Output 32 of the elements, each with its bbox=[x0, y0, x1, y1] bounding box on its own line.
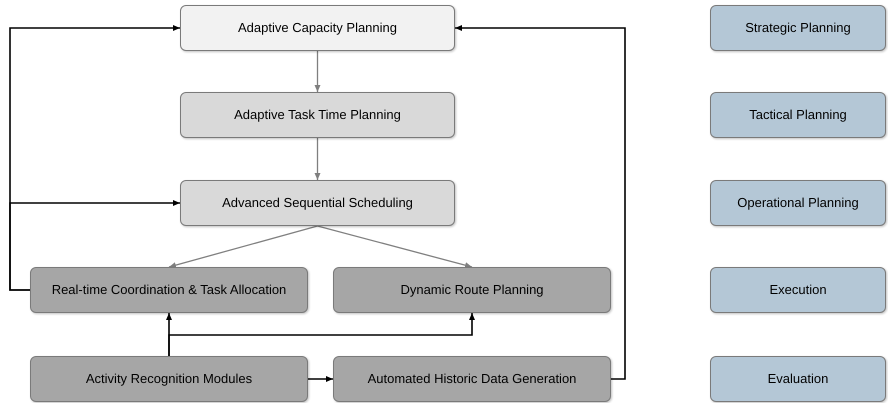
arrow bbox=[168, 225, 318, 268]
box-label: Adaptive Capacity Planning bbox=[238, 20, 397, 36]
arrow bbox=[308, 376, 333, 382]
process-box bbox=[710, 356, 886, 402]
arrow bbox=[455, 25, 626, 380]
box-label: Operational Planning bbox=[737, 195, 859, 211]
box-label: Strategic Planning bbox=[745, 20, 851, 36]
process-box bbox=[710, 92, 886, 138]
process-box bbox=[180, 5, 455, 51]
process-box bbox=[180, 180, 455, 226]
process-box bbox=[333, 356, 611, 402]
box-label: Tactical Planning bbox=[749, 107, 847, 123]
box-label: Evaluation bbox=[768, 371, 828, 387]
box-label: Execution bbox=[769, 282, 827, 298]
box-label: Adaptive Task Time Planning bbox=[234, 107, 401, 123]
process-box bbox=[710, 267, 886, 313]
arrow bbox=[317, 225, 472, 268]
process-box bbox=[180, 92, 455, 138]
process-box bbox=[30, 267, 308, 313]
box-label: Activity Recognition Modules bbox=[86, 371, 252, 387]
box-label: Automated Historic Data Generation bbox=[368, 371, 576, 387]
process-box bbox=[333, 267, 611, 313]
arrow bbox=[314, 138, 320, 180]
box-label: Real-time Coordination & Task Allocation bbox=[52, 282, 286, 298]
box-label: Advanced Sequential Scheduling bbox=[222, 195, 413, 211]
process-box bbox=[30, 356, 308, 402]
process-box bbox=[710, 180, 886, 226]
box-label: Dynamic Route Planning bbox=[400, 282, 544, 298]
process-box bbox=[710, 5, 886, 51]
arrow bbox=[314, 51, 320, 92]
arrow bbox=[168, 313, 475, 356]
arrow bbox=[9, 200, 180, 291]
